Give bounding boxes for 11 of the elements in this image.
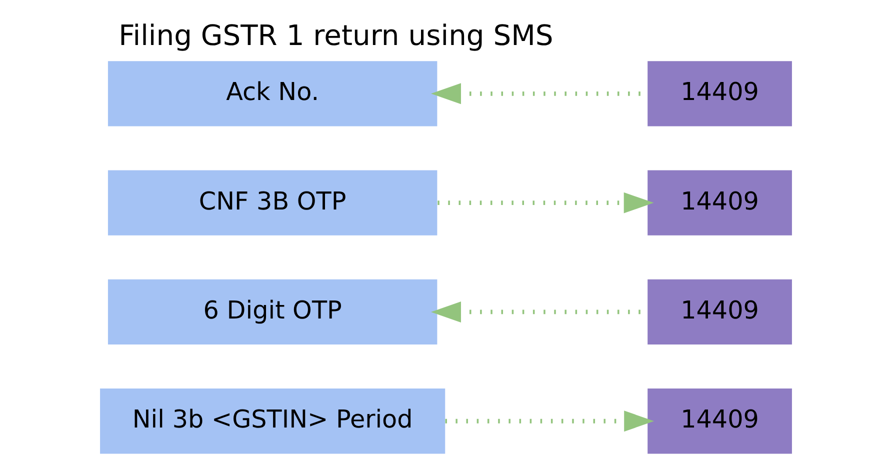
node-box: CNF 3B OTP (107, 170, 437, 236)
node-box: 14409 (647, 61, 792, 126)
arrow (444, 410, 654, 432)
node-box: Nil 3b <GSTIN> Period (100, 388, 445, 454)
node-box: 14409 (647, 279, 792, 345)
node-box: 14409 (647, 170, 792, 236)
node-box: 14409 (647, 388, 792, 454)
arrow (437, 192, 654, 214)
node-box: Ack No. (107, 61, 437, 126)
diagram-title: Filing GSTR 1 return using SMS (118, 18, 553, 52)
node-box: 6 Digit OTP (107, 279, 437, 345)
